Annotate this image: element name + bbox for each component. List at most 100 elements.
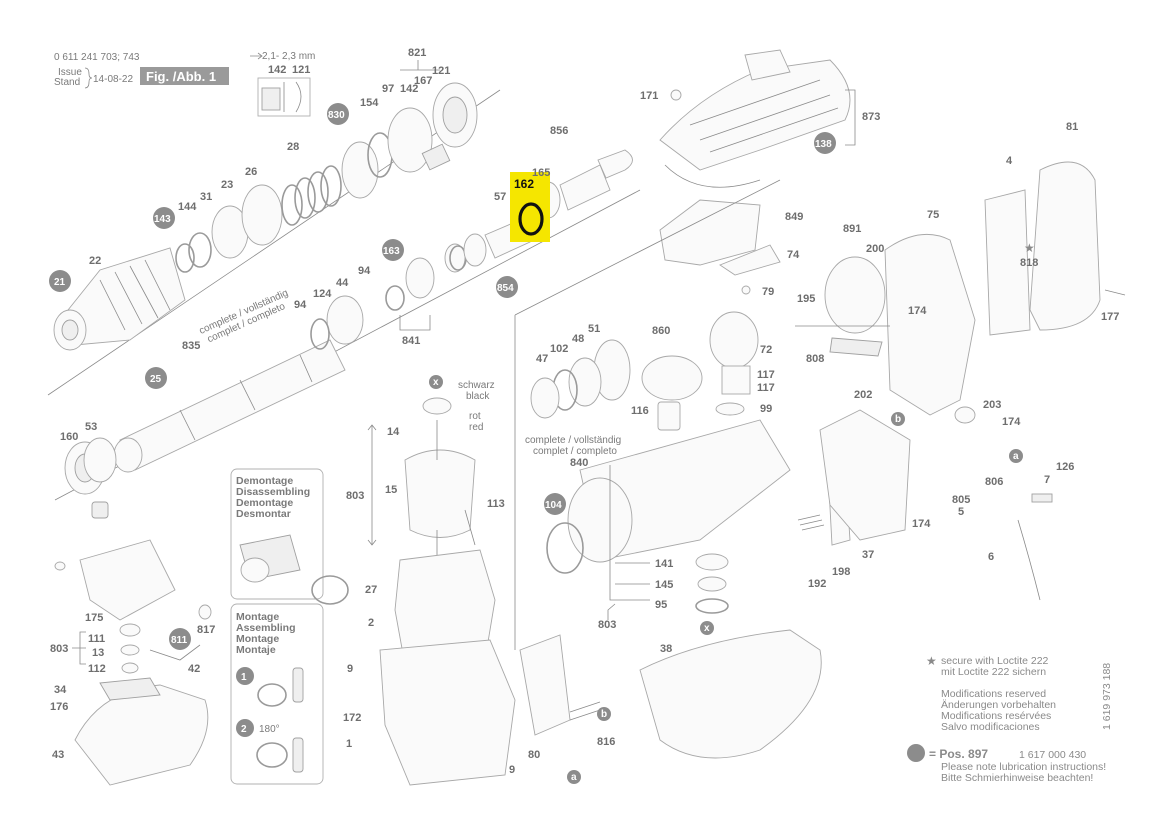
screw-171: [670, 89, 682, 101]
gear-860: [641, 355, 703, 401]
bubble-b1: b: [891, 412, 905, 426]
label-28: 28: [287, 141, 299, 153]
svg-text:b: b: [895, 414, 901, 425]
wire-black: black: [466, 391, 490, 402]
demontage-l1: Demontage: [236, 475, 293, 487]
label-111: 111: [88, 633, 105, 645]
label-9b: 9: [509, 764, 515, 776]
spring-step2: [256, 742, 288, 768]
brush-817: [198, 604, 212, 620]
label-891: 891: [843, 223, 861, 235]
ring-53: [83, 437, 117, 483]
bearing-111: [119, 623, 141, 637]
montage-l4: Montaje: [236, 644, 276, 656]
ring-13: [120, 644, 140, 656]
guide-tube: [113, 339, 346, 473]
o-ring-162[interactable]: [518, 202, 544, 236]
label-117b: 117: [757, 382, 775, 394]
montage-l2: Assembling: [236, 622, 296, 634]
complete-mid-line1: complete / vollständig: [525, 435, 621, 446]
star-818: ★: [1024, 241, 1035, 255]
switch-4: [984, 189, 1031, 336]
bubble-x1: x: [429, 375, 443, 389]
note-loctite-1: secure with Loctite 222: [941, 655, 1049, 667]
label-34: 34: [54, 684, 67, 696]
clutch-47: [530, 377, 560, 419]
label-803a: 803: [346, 490, 364, 502]
label-171: 171: [640, 90, 658, 102]
gap-arrow: [250, 52, 263, 60]
wire-schwarz: schwarz: [458, 380, 495, 391]
label-172: 172: [343, 712, 361, 724]
spring-44: [326, 295, 364, 345]
loctite-star: ★: [926, 654, 937, 668]
label-175: 175: [85, 612, 103, 624]
issue-label: Issue: [58, 67, 82, 78]
ring-124: [310, 318, 330, 350]
ring-841a: [385, 285, 405, 311]
label-95: 95: [655, 599, 667, 611]
fig-label: Fig. /Abb. 1: [146, 69, 216, 84]
bubble-21: 21: [49, 270, 71, 292]
label-102: 102: [550, 343, 568, 355]
module-wires: [569, 701, 601, 721]
detail-section: [283, 81, 302, 113]
bubble-138: 138: [814, 132, 836, 154]
ring-95: [695, 598, 729, 614]
sleeve-163: [405, 257, 435, 299]
demontage-l4: Desmontar: [236, 508, 291, 520]
label-94b: 94: [294, 299, 307, 311]
label-5: 5: [958, 506, 964, 518]
label-873: 873: [862, 111, 880, 123]
label-51: 51: [588, 323, 600, 335]
svg-text:830: 830: [328, 110, 345, 121]
tool-holder-cone: [53, 247, 186, 351]
label-142-inset: 142: [268, 64, 286, 76]
leader-873: [845, 89, 856, 146]
step-1-circle: [236, 667, 254, 685]
label-203: 203: [983, 399, 1001, 411]
highlight-box: [510, 172, 550, 242]
svg-text:25: 25: [150, 374, 162, 385]
screw-bl: [54, 561, 66, 571]
label-200: 200: [866, 243, 884, 255]
label-805: 805: [952, 494, 970, 506]
svg-text:104: 104: [545, 500, 562, 511]
label-72: 72: [760, 344, 772, 356]
label-803b: 803: [598, 619, 616, 631]
ring-48: [568, 357, 602, 407]
label-816: 816: [597, 736, 615, 748]
note-pos-code: 1 617 000 430: [1019, 749, 1086, 761]
leader-42: [149, 644, 201, 661]
cable-6: [1017, 519, 1041, 601]
bubble-143: 143: [153, 207, 175, 229]
bubble-163: 163: [382, 239, 404, 261]
label-141: 141: [655, 558, 673, 570]
screw-79: [741, 285, 751, 295]
label-162[interactable]: 162: [514, 177, 534, 191]
spring-192: [797, 514, 825, 531]
gear-72: [709, 311, 759, 369]
label-821: 821: [408, 47, 426, 59]
label-126: 126: [1056, 461, 1074, 473]
leader-803b: [607, 465, 650, 620]
label-42: 42: [188, 663, 200, 675]
bearing-black: [422, 397, 452, 415]
side-code: 1 619 973 188: [1101, 663, 1113, 730]
plug-part: [91, 501, 109, 519]
note-pos: = Pos. 897: [929, 747, 988, 761]
label-117a: 117: [757, 369, 775, 381]
label-113: 113: [487, 498, 505, 510]
label-142: 142: [400, 83, 418, 95]
label-145: 145: [655, 579, 673, 591]
cover-cable: [664, 164, 761, 188]
label-112: 112: [88, 663, 106, 675]
housing-cover: [659, 49, 851, 171]
label-817: 817: [197, 624, 215, 636]
label-47: 47: [536, 353, 548, 365]
o-ring-104: [546, 522, 584, 574]
label-124: 124: [313, 288, 332, 300]
ring-112: [121, 662, 139, 674]
screw-113: [464, 509, 476, 546]
tool-step2: [292, 737, 304, 773]
